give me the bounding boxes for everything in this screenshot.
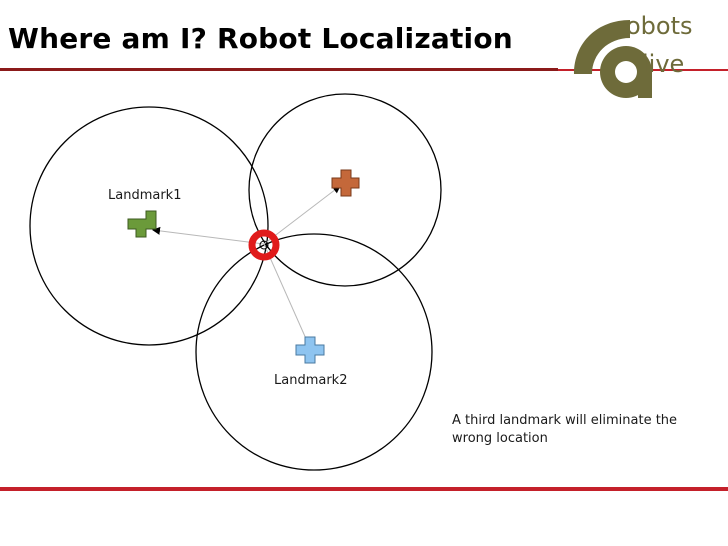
range-line-landmark1 [152, 226, 265, 245]
landmark-unlabeled-plus-icon [331, 169, 360, 197]
range-line-landmark-unlabeled [263, 185, 341, 245]
logo-text-top: obots [626, 12, 693, 40]
landmark2-plus-icon [295, 336, 325, 364]
title-underline-dark [0, 68, 558, 71]
landmark1-plus-icon [127, 210, 157, 238]
logo-text-bottom: live [642, 50, 685, 78]
range-circle-landmark-unlabeled [248, 93, 442, 287]
robots-live-logo: obots live [568, 8, 718, 106]
footer-rule [0, 487, 728, 491]
landmark1-label: Landmark1 [108, 188, 182, 203]
range-line-landmark2 [263, 243, 312, 351]
robot-position-marker [248, 229, 280, 261]
robots-live-logo-icon [574, 20, 652, 98]
note-text: A third landmark will eliminate the wron… [452, 413, 678, 446]
robot-position-center [259, 240, 269, 250]
slide-title: Where am I? Robot Localization [8, 22, 513, 55]
range-circle-landmark1 [29, 106, 269, 346]
landmark2-label: Landmark2 [274, 373, 348, 388]
range-circle-landmark2 [195, 233, 433, 471]
